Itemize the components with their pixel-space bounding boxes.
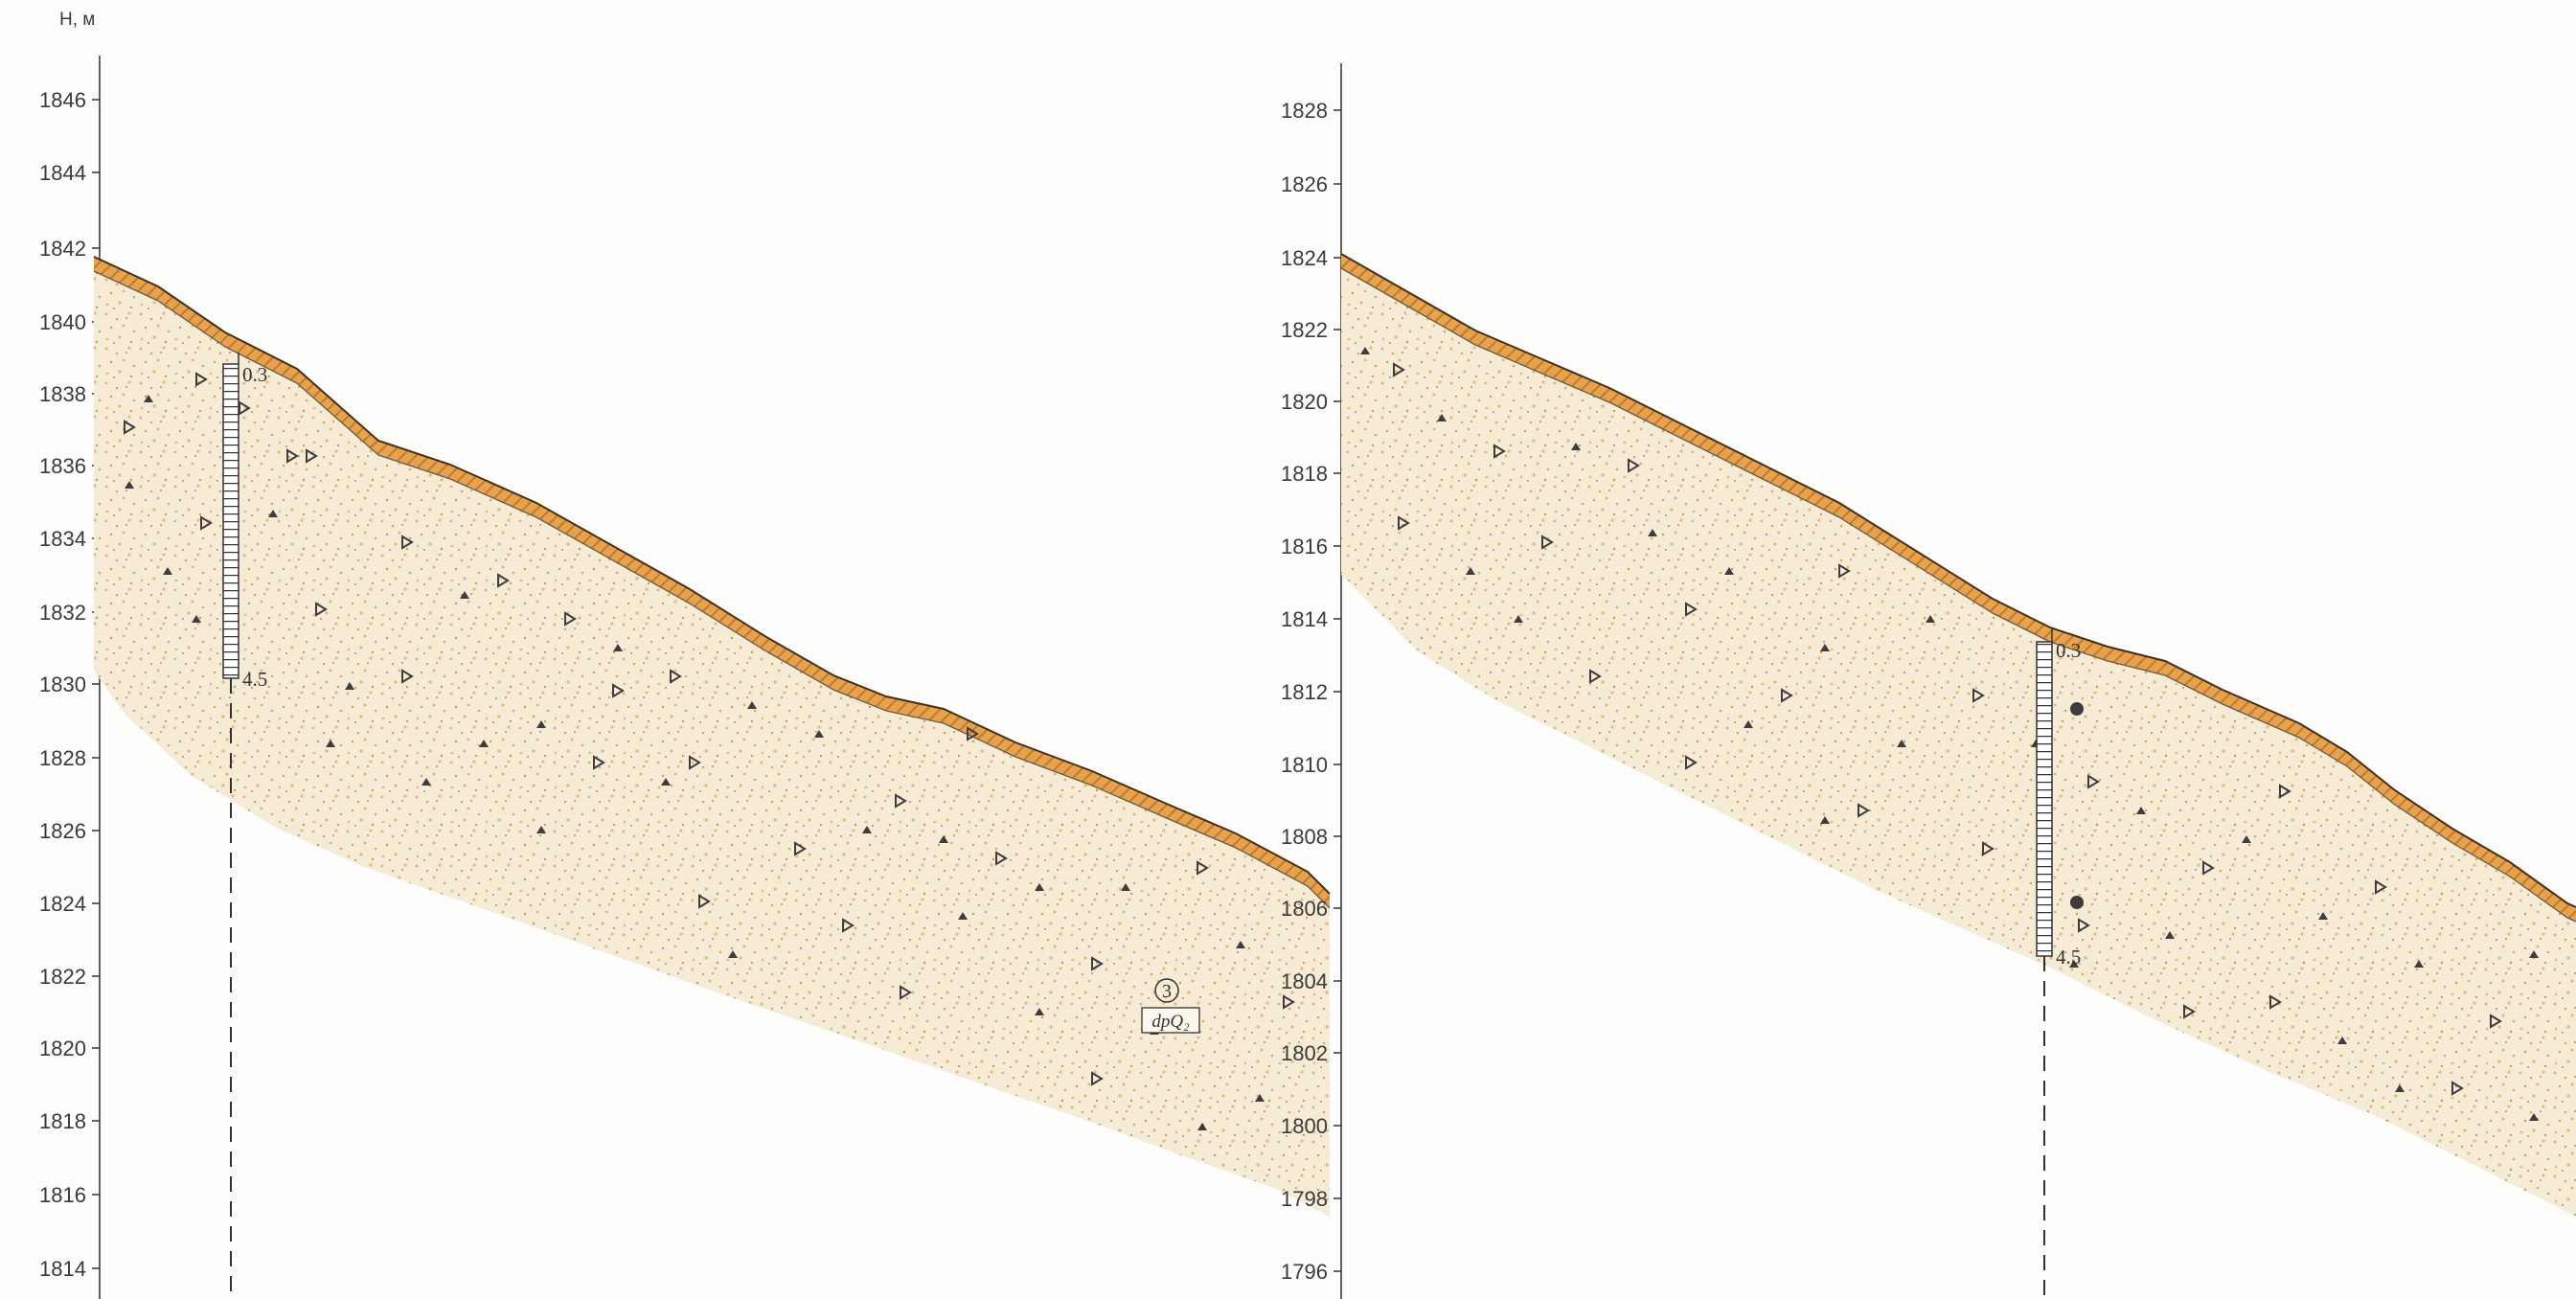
left-tick-label: 1826 <box>39 819 86 843</box>
left-borehole-bottom-depth: 4.5 <box>242 668 267 691</box>
right-tick-label: 1806 <box>1281 897 1328 921</box>
right-tick-label: 1814 <box>1281 607 1328 631</box>
left-borehole-column <box>222 363 239 679</box>
right-tick-label: 1798 <box>1281 1187 1328 1211</box>
right-ground-surface-line <box>1340 253 2576 908</box>
right-tick-label: 1826 <box>1281 172 1328 196</box>
layer-number-circle <box>1154 978 1179 1003</box>
right-borehole-top-depth: 0.3 <box>2056 639 2081 662</box>
right-tick-label: 1800 <box>1281 1114 1328 1138</box>
left-tick-label: 1824 <box>39 892 86 916</box>
right-tick-label: 1828 <box>1281 99 1328 123</box>
left-tick-label: 1818 <box>39 1109 86 1133</box>
left-tick-label: 1834 <box>39 527 86 551</box>
left-layer-label: 3 dpQ₂ <box>1141 978 1200 1034</box>
left-tick-label: 1840 <box>39 310 86 334</box>
left-topsoil-base-line <box>93 270 1331 909</box>
layer-index: dpQ₂ <box>1151 1012 1190 1032</box>
left-tick-label: 1844 <box>39 161 86 185</box>
right-borehole: 0.3 4.5 <box>2036 628 2081 1299</box>
right-topsoil-band <box>1341 254 2576 922</box>
y-axis-title: Н, м <box>59 10 95 30</box>
right-axis-ticks: 1828 1826 1824 1822 1820 1818 1816 1814 … <box>1281 99 1341 1284</box>
left-borehole-top-depth: 0.3 <box>242 363 267 386</box>
right-tick-label: 1812 <box>1281 680 1328 704</box>
right-gravel-dots <box>1360 347 2539 1121</box>
left-ground-surface-line <box>93 256 1331 895</box>
right-tick-label: 1818 <box>1281 462 1328 486</box>
right-tick-label: 1820 <box>1281 390 1328 414</box>
right-tick-label: 1816 <box>1281 535 1328 558</box>
left-tick-label: 1842 <box>39 237 86 261</box>
left-tick-label: 1832 <box>39 601 86 625</box>
right-tick-label: 1802 <box>1281 1041 1328 1065</box>
right-tick-label: 1804 <box>1281 969 1328 993</box>
left-tick-label: 1822 <box>39 965 86 989</box>
left-soil-layer <box>94 271 1330 1217</box>
left-tick-label: 1816 <box>39 1183 86 1207</box>
right-tick-label: 1824 <box>1281 246 1328 270</box>
left-tick-label: 1814 <box>39 1257 86 1281</box>
right-clast-symbols <box>1393 362 2502 1096</box>
left-tick-label: 1836 <box>39 454 86 478</box>
left-profile: 1846 1844 1842 1840 1838 1836 1834 1832 … <box>39 56 1331 1299</box>
right-borehole-column <box>2036 641 2053 957</box>
right-boulder-symbols <box>2070 702 2084 909</box>
left-tick-label: 1820 <box>39 1037 86 1060</box>
right-tick-label: 1810 <box>1281 753 1328 777</box>
right-tick-label: 1822 <box>1281 318 1328 342</box>
layer-number: 3 <box>1162 981 1172 1002</box>
right-tick-label: 1808 <box>1281 825 1328 849</box>
right-tick-label: 1796 <box>1281 1260 1328 1284</box>
left-tick-label: 1838 <box>39 382 86 406</box>
layer-index-box <box>1141 1007 1200 1034</box>
left-tick-label: 1846 <box>39 88 86 112</box>
right-borehole-bottom-depth: 4.5 <box>2056 946 2081 969</box>
left-tick-label: 1830 <box>39 672 86 696</box>
left-tick-label: 1828 <box>39 746 86 770</box>
right-soil-layer <box>1341 268 2576 1217</box>
left-clast-symbols <box>124 372 1295 1086</box>
left-borehole: 0.3 4.5 <box>222 353 267 1299</box>
left-axis-ticks: 1846 1844 1842 1840 1838 1836 1834 1832 … <box>39 88 100 1281</box>
right-profile: 1828 1826 1824 1822 1820 1818 1816 1814 … <box>1281 63 2576 1299</box>
